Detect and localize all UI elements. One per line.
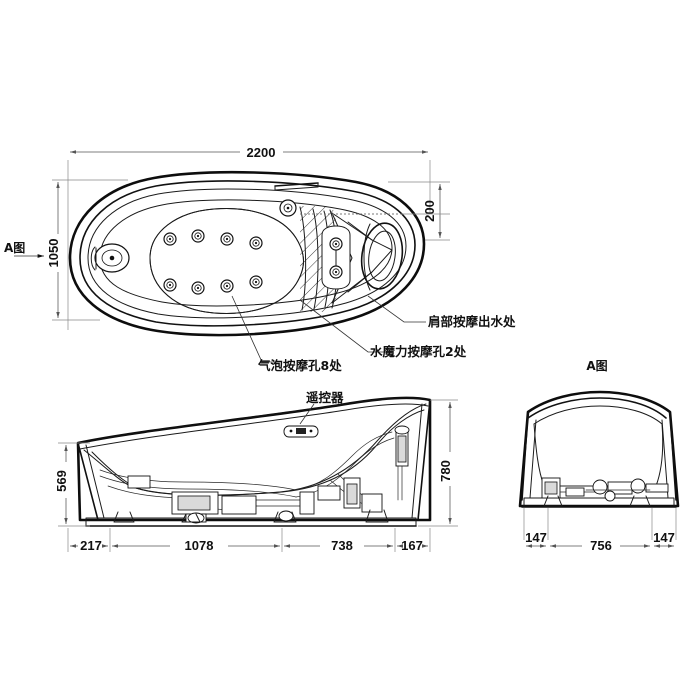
callout-hydro-massage: 水魔力按摩孔2处 <box>370 344 467 359</box>
shoulder-spout <box>279 199 297 217</box>
section-equipment <box>541 477 669 507</box>
support-feet <box>113 509 389 523</box>
callout-remote-control: 遥控器 <box>306 390 344 405</box>
headrest <box>360 222 404 291</box>
rim-grab-bar <box>274 182 319 191</box>
front-elevation-group: 遥控器 569 780 <box>54 390 458 553</box>
dim-section-left-text: 147 <box>525 530 547 545</box>
callout-leaders <box>231 295 426 363</box>
dim-base-left-text: 217 <box>80 538 102 553</box>
hydro-jet <box>329 265 343 279</box>
view-a-marker-label: A图 <box>4 241 25 255</box>
section-a-group: A图 <box>518 359 680 553</box>
bubble-jet <box>249 275 263 289</box>
remote-control-panel <box>283 425 319 438</box>
dimension-baseline-group: 217 1078 738 167 <box>67 528 431 553</box>
section-a-title: A图 <box>586 359 607 373</box>
dimension-left-height: 569 <box>54 442 90 527</box>
dimension-right-height: 780 <box>418 399 458 527</box>
hydro-jet <box>329 237 343 251</box>
callout-shoulder-massage: 肩部按摩出水处 <box>428 314 516 329</box>
dim-base-mid-text: 1078 <box>185 538 214 553</box>
dim-section-width-text: 756 <box>590 538 612 553</box>
view-a-marker: A图 <box>4 241 44 258</box>
bubble-jet <box>191 229 205 243</box>
dim-right-offset-text: 200 <box>422 200 437 222</box>
dim-right-height-text: 780 <box>438 460 453 482</box>
shoulder-region <box>321 212 393 304</box>
callout-bubble-massage: 气泡按摩孔8处 <box>257 358 342 373</box>
pump-assembly <box>127 425 410 524</box>
dim-overall-width-text: 1050 <box>46 239 61 268</box>
bubble-jet <box>249 236 263 250</box>
bubble-jet <box>220 232 234 246</box>
dim-base-far-right-text: 167 <box>401 538 423 553</box>
tub-basin-outline <box>99 199 393 307</box>
dim-overall-length-text: 2200 <box>247 145 276 160</box>
bubble-jet <box>163 278 177 292</box>
dim-section-right-text: 147 <box>653 530 675 545</box>
bubble-jet <box>220 279 234 293</box>
bubble-jet <box>163 232 177 246</box>
dimension-section-group: 147 756 147 <box>523 508 677 553</box>
bubble-jets-group <box>163 229 263 295</box>
dim-base-right-text: 738 <box>331 538 353 553</box>
top-view-group: 2200 1050 A图 200 <box>4 145 516 373</box>
dim-left-height-text: 569 <box>54 470 69 492</box>
bubble-jet <box>191 281 205 295</box>
drain-fitting <box>90 243 130 273</box>
dimension-overall-width: 1050 <box>46 179 128 321</box>
dimension-overall-length: 2200 <box>67 145 431 330</box>
remote-leader <box>299 403 315 425</box>
